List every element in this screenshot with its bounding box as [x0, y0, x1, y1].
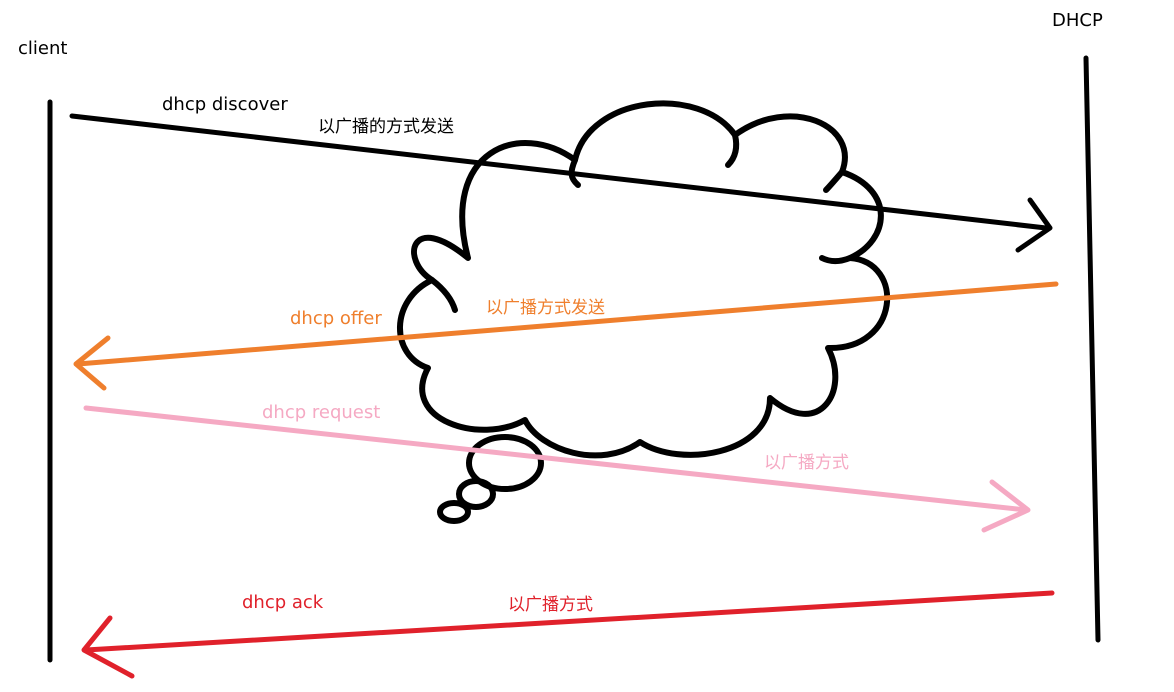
request-note: 以广播方式 [764, 453, 849, 473]
message-ack: dhcp ack 以广播方式 [81, 590, 1055, 679]
offer-arrow-head [73, 335, 111, 391]
thought-cloud [397, 100, 891, 524]
cloud-bubble-medium [456, 478, 496, 510]
ack-arrow-head [81, 615, 135, 679]
request-label: dhcp request [262, 402, 380, 423]
cloud-bubble-large [466, 434, 544, 492]
cloud-scallop [725, 132, 740, 168]
cloud-scallop [823, 169, 845, 193]
message-offer: dhcp offer 以广播方式发送 [73, 281, 1059, 391]
offer-note: 以广播方式发送 [486, 298, 605, 318]
cloud-body [397, 100, 891, 459]
offer-arrow-line [75, 281, 1059, 367]
cloud-scallop [819, 255, 853, 264]
ack-label: dhcp ack [242, 592, 324, 613]
cloud-scallop [429, 277, 458, 313]
ack-arrow-line [83, 590, 1055, 653]
request-arrow-head [981, 479, 1031, 533]
client-label: client [18, 38, 67, 59]
request-arrow-line [83, 405, 1029, 513]
cloud-bubble-small [437, 500, 471, 524]
discover-note: 以广播的方式发送 [318, 117, 454, 137]
ack-note: 以广播方式 [508, 595, 593, 615]
server-label: DHCP [1052, 10, 1103, 31]
discover-arrow-line [69, 113, 1049, 231]
message-request: dhcp request 以广播方式 [83, 402, 1031, 533]
discover-label: dhcp discover [162, 94, 288, 115]
server-lifeline [1083, 55, 1101, 643]
discover-arrow-head [1015, 197, 1053, 253]
message-discover: dhcp discover 以广播的方式发送 [69, 94, 1053, 253]
offer-label: dhcp offer [290, 308, 382, 329]
